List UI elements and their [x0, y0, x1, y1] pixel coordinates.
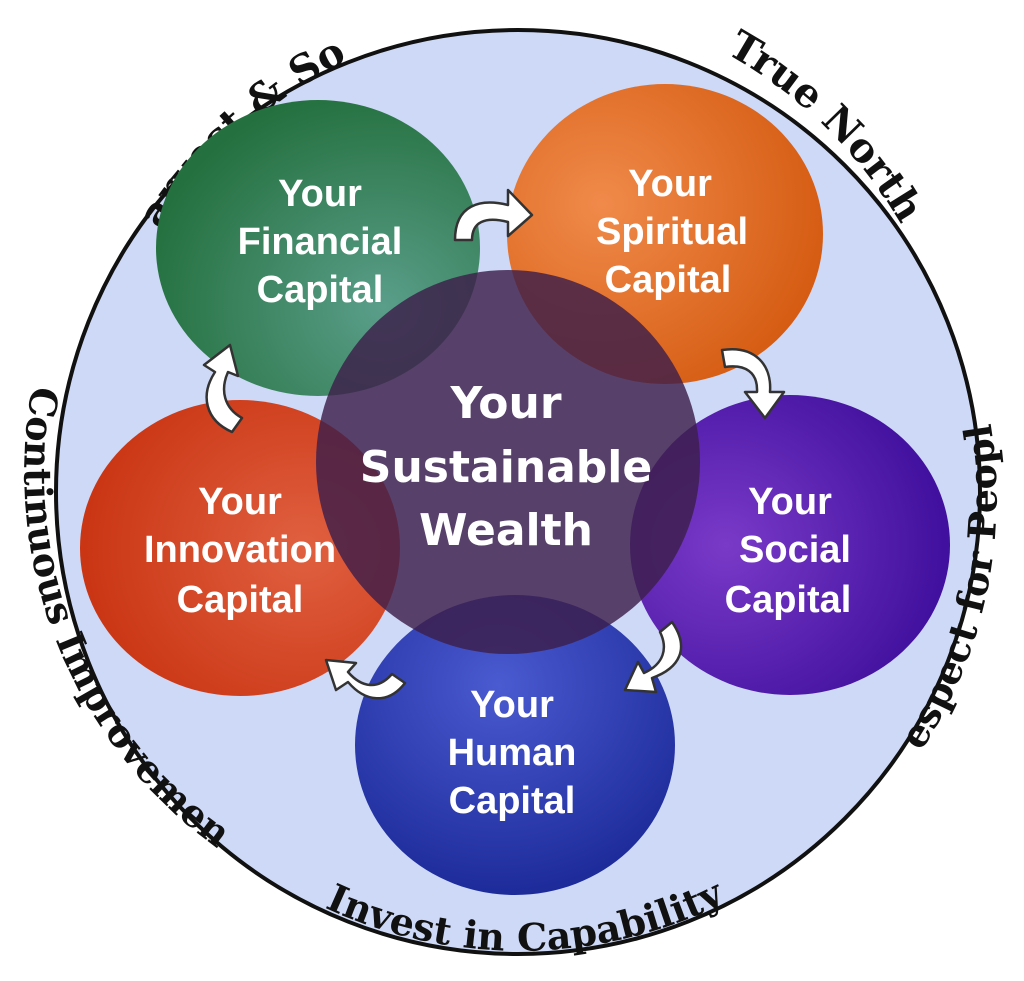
arrow-innovation-to-financial-icon — [202, 343, 244, 434]
financial-capital-label: Your Financial Capital — [238, 173, 403, 311]
cycle-arrows — [202, 188, 786, 700]
arrow-human-to-innovation-icon — [324, 658, 407, 700]
spiritual-capital-label: Your Spiritual Capital — [596, 163, 748, 301]
human-label-line-1: Your — [470, 684, 554, 726]
wealth-label-line-3: Wealth — [419, 505, 593, 556]
arrow-financial-to-spiritual-icon — [453, 188, 534, 242]
wealth-label-line-1: Your — [449, 378, 561, 429]
social-capital-circle — [630, 395, 950, 695]
sustainable-wealth-label: Your Sustainable Wealth — [360, 378, 652, 556]
arrow-social-to-human-icon — [623, 620, 683, 694]
human-label-line-2: Human — [448, 732, 577, 774]
financial-label-line-3: Capital — [257, 269, 384, 311]
wealth-label-line-2: Sustainable — [360, 442, 652, 493]
innovation-capital-label: Your Innovation Capital — [144, 481, 336, 621]
social-capital-label: Your Social Capital — [725, 481, 852, 621]
social-label-line-1: Your — [748, 481, 832, 523]
innovation-label-line-3: Capital — [177, 579, 304, 621]
spiritual-label-line-3: Capital — [605, 259, 732, 301]
human-capital-label: Your Human Capital — [448, 684, 577, 822]
financial-label-line-1: Your — [278, 173, 362, 215]
social-label-line-2: Social — [739, 529, 851, 571]
human-label-line-3: Capital — [449, 780, 576, 822]
spiritual-label-line-1: Your — [628, 163, 712, 205]
financial-label-line-2: Financial — [238, 221, 403, 263]
innovation-label-line-1: Your — [198, 481, 282, 523]
human-capital-circle — [355, 595, 675, 895]
innovation-label-line-2: Innovation — [144, 529, 336, 571]
spiritual-label-line-2: Spiritual — [596, 211, 748, 253]
arrow-spiritual-to-social-icon — [720, 347, 786, 420]
social-label-line-3: Capital — [725, 579, 852, 621]
sustainable-wealth-circle — [316, 270, 700, 654]
